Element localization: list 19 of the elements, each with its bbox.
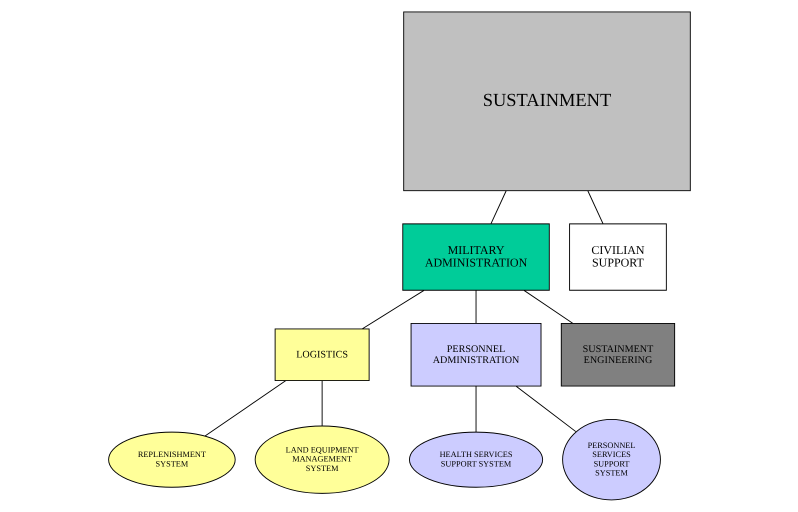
node-box: CIVILIAN SUPPORT (568, 223, 666, 291)
connector (515, 386, 576, 432)
node-ellipse: REPLENISHMENT SYSTEM (108, 432, 236, 488)
connector (586, 190, 603, 224)
node-ellipse: LAND EQUIPMENT MANAGEMENT SYSTEM (254, 426, 390, 494)
connector (490, 190, 506, 224)
node-ellipse: PERSONNEL SERVICES SUPPORT SYSTEM (562, 418, 660, 500)
connector (204, 380, 286, 437)
node-ellipse: HEALTH SERVICES SUPPORT SYSTEM (408, 432, 543, 488)
node-box: MILITARY ADMINISTRATION (402, 223, 550, 291)
node-box: SUSTAINMENT ENGINEERING (560, 322, 675, 387)
connector (475, 386, 476, 433)
connector (523, 290, 573, 324)
connector (321, 380, 322, 426)
node-box: LOGISTICS (274, 328, 370, 382)
connector (475, 290, 476, 324)
node-box: SUSTAINMENT (402, 11, 690, 192)
connector (361, 290, 424, 330)
node-box: PERSONNEL ADMINISTRATION (410, 322, 541, 387)
